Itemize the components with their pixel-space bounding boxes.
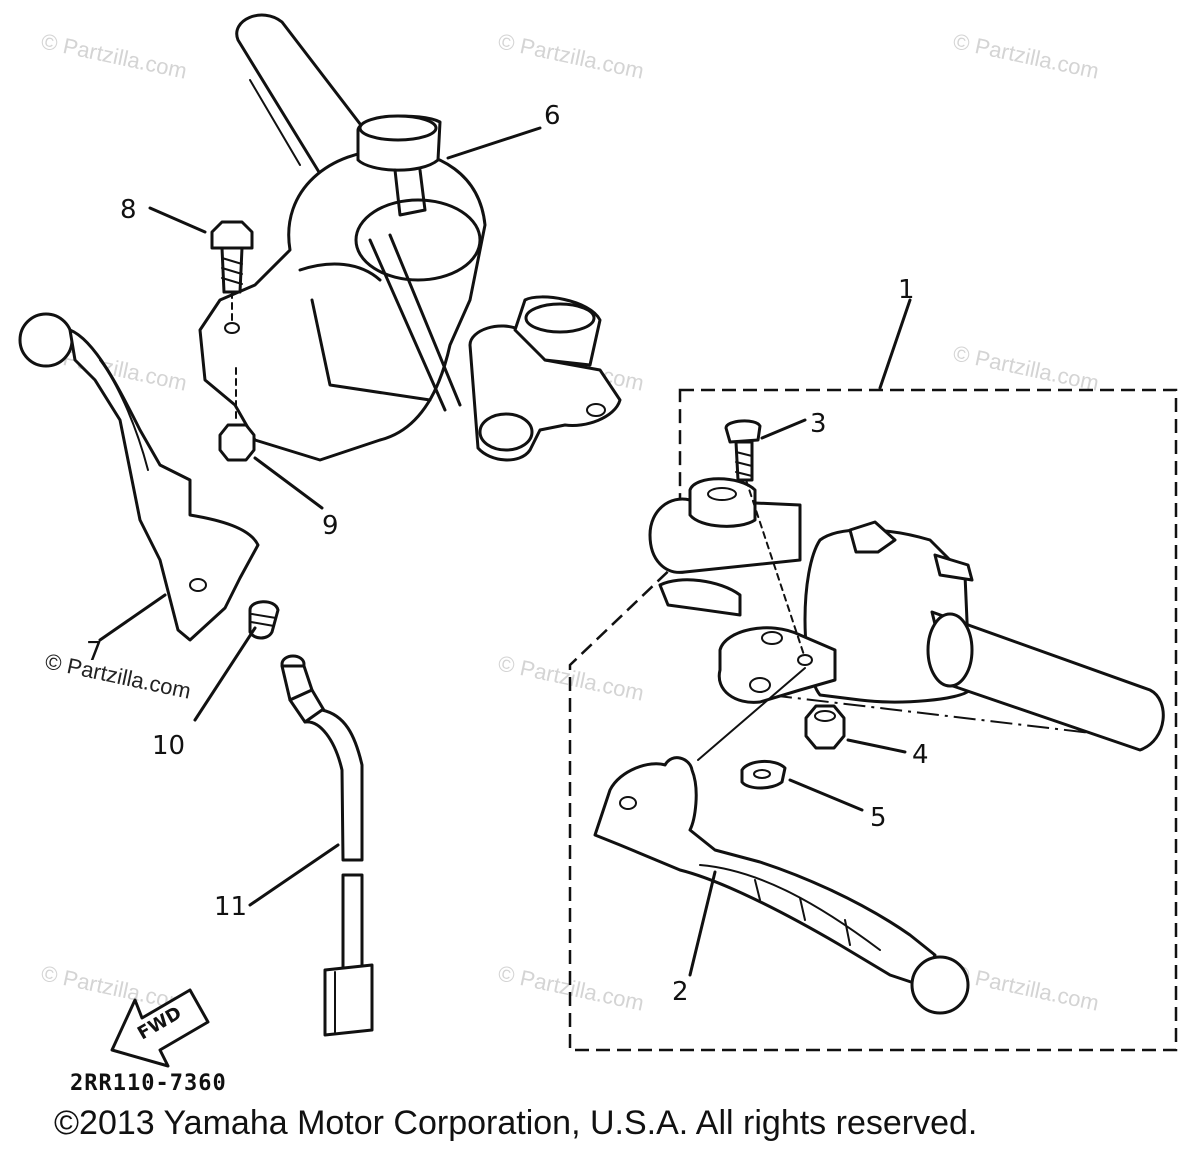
lever-blade xyxy=(593,756,937,987)
leader-6 xyxy=(446,126,542,160)
watermark: © Partzilla.com xyxy=(951,960,1101,1015)
lever-mount-boss xyxy=(717,626,837,704)
callout-9: 9 xyxy=(322,511,339,541)
callout-8: 8 xyxy=(120,195,137,225)
screw-shank xyxy=(734,440,754,482)
callout-5: 5 xyxy=(870,803,887,833)
cap-clip xyxy=(393,168,427,217)
leader-8 xyxy=(148,206,207,234)
fwd-arrow: FWD xyxy=(110,988,210,1068)
washer-5 xyxy=(740,760,864,812)
adjuster-10 xyxy=(193,600,280,722)
leader-1 xyxy=(878,298,912,390)
lever-ball-end xyxy=(910,955,970,1015)
mount-hole-lower xyxy=(749,677,771,693)
lever-pivot-hole xyxy=(189,578,207,592)
leader-10 xyxy=(193,626,257,722)
callout-11: 11 xyxy=(214,892,247,922)
clutch-assembly-box xyxy=(568,298,1178,1052)
grip-end-bore xyxy=(926,612,974,688)
switch-tab xyxy=(848,520,897,554)
screw-thread xyxy=(735,451,753,477)
bolt-thread xyxy=(221,257,243,285)
leader-11 xyxy=(248,843,340,907)
housing-contour xyxy=(310,298,432,402)
clutch-lever-2 xyxy=(593,667,970,1015)
screw-head xyxy=(724,419,762,444)
housing-contour xyxy=(298,262,382,282)
bar-pass-line xyxy=(388,233,462,407)
mount-hole-upper xyxy=(761,631,783,645)
lower-clamp-edge xyxy=(658,578,742,617)
nut-body xyxy=(804,704,846,750)
callout-4: 4 xyxy=(912,740,929,770)
watermark-dark: © Partzilla.com xyxy=(43,648,193,703)
cable-11 xyxy=(248,654,374,1037)
master-cylinder-body xyxy=(198,148,487,462)
lever-contour xyxy=(699,864,881,951)
bolt-head xyxy=(210,220,254,250)
watermark: © Partzilla.com xyxy=(951,340,1101,395)
leader-5 xyxy=(788,778,864,812)
callout-1: 1 xyxy=(898,275,915,305)
cable-lower xyxy=(341,873,364,972)
lever-contour xyxy=(99,359,149,471)
grip-edge-line xyxy=(249,79,301,166)
handlebar-grip xyxy=(235,13,382,192)
grip-right xyxy=(930,610,1165,752)
reservoir-cap-top xyxy=(358,114,438,142)
ear-hole xyxy=(707,487,737,501)
bar-clamp-bore xyxy=(354,198,482,282)
brake-lever-7 xyxy=(18,312,260,642)
watermark: © Partzilla.com xyxy=(496,960,646,1015)
banjo-bore xyxy=(478,412,534,452)
bar-centerline xyxy=(769,694,1151,741)
pivot-hole xyxy=(797,654,813,666)
nut-4 xyxy=(804,704,907,754)
fwd-arrow-shape xyxy=(110,988,210,1068)
lever-ball-end xyxy=(18,312,74,368)
nut-9 xyxy=(218,367,324,510)
bolt-8 xyxy=(148,206,254,321)
cable-adjuster-block xyxy=(323,963,374,1037)
watermark: © Partzilla.com xyxy=(951,28,1101,83)
pivot-boss-top xyxy=(524,302,596,334)
drawing-code: 2RR110-7360 xyxy=(70,1071,227,1096)
bar-pass-line xyxy=(368,238,447,412)
watermark: © Partzilla.com xyxy=(39,28,189,83)
callout-7: 7 xyxy=(86,637,103,667)
upper-clamp-ear xyxy=(688,477,757,528)
leader-4 xyxy=(846,738,907,754)
leader-3 xyxy=(760,418,807,440)
cable-outer xyxy=(303,708,364,862)
mount-hole xyxy=(586,403,606,417)
callout-10: 10 xyxy=(152,731,185,761)
master-cylinder-assembly xyxy=(198,13,622,462)
adjuster-body xyxy=(248,600,280,640)
bar-left-section xyxy=(648,497,802,574)
leader-7 xyxy=(98,593,167,642)
nut-body xyxy=(218,423,256,462)
screw-3 xyxy=(724,418,807,656)
bolt-hole xyxy=(224,322,240,334)
lever-pivot-hole xyxy=(619,796,637,810)
washer-hole xyxy=(753,769,771,779)
watermark: © Partzilla.com xyxy=(496,28,646,83)
callout-3: 3 xyxy=(810,409,827,439)
nut-face xyxy=(814,710,836,722)
washer-body xyxy=(740,760,787,790)
leader-2 xyxy=(688,870,717,977)
copyright-notice: ©2013 Yamaha Motor Corporation, U.S.A. A… xyxy=(54,1104,977,1142)
callout-6: 6 xyxy=(544,101,561,131)
lever-ribs xyxy=(754,879,851,946)
pivot-alignment-line xyxy=(697,667,806,761)
leader-9 xyxy=(253,456,324,510)
holder-tab xyxy=(933,553,974,582)
screw-axis xyxy=(745,479,805,656)
callout-group: 1 2 3 4 5 6 7 8 9 10 11 xyxy=(86,101,929,1007)
callout-2: 2 xyxy=(672,977,689,1007)
adjuster-thread xyxy=(250,613,277,627)
